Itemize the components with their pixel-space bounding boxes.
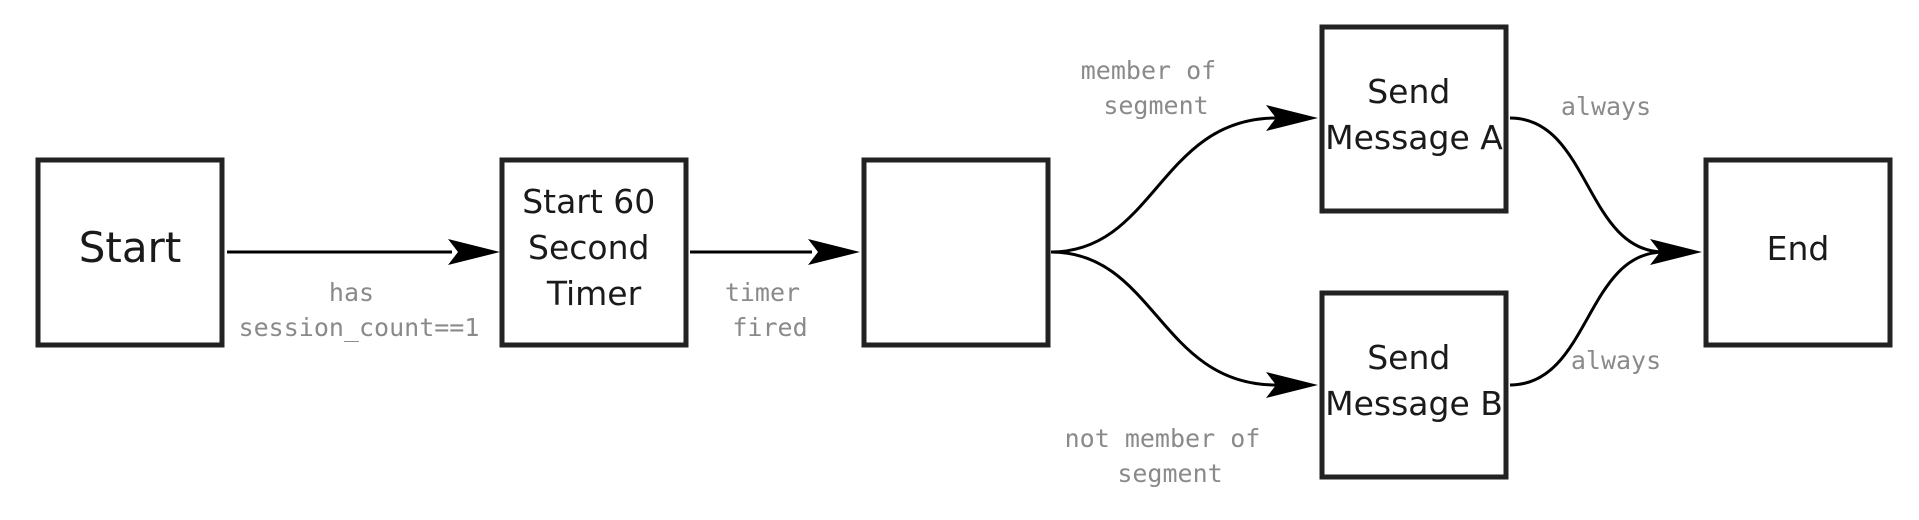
node-timer-label: Start 60 Second Timer [522, 182, 666, 313]
node-send-a-label: Send Message A [1325, 72, 1503, 157]
edge-label-line: not member of [1065, 424, 1261, 453]
node-send-a: Send Message A [1319, 24, 1509, 214]
edge-decision-to-send-b-label: not member of segment [1065, 424, 1276, 488]
edge-decision-to-send-b: not member of segment [1050, 250, 1318, 488]
arrowhead-icon [1266, 372, 1318, 398]
edge-start-to-timer: has session_count==1 [227, 239, 500, 342]
node-timer: Start 60 Second Timer [499, 157, 689, 348]
edge-send-a-to-end-line [1509, 116, 1665, 254]
node-send-b: Send Message B [1319, 290, 1509, 480]
node-send-b-label-line: Message B [1325, 384, 1503, 423]
node-end-label-line: End [1767, 229, 1830, 268]
node-start-box [35, 157, 225, 348]
node-send-a-label-line: Send [1367, 72, 1450, 111]
node-send-b-box [1319, 290, 1509, 480]
edge-send-a-to-end-label: always [1561, 92, 1651, 121]
edge-label-line: segment [1103, 91, 1208, 120]
edge-send-b-to-end: always [1509, 250, 1665, 387]
node-timer-label-line: Second [528, 228, 649, 267]
edge-timer-to-decision: timer fired [690, 239, 860, 342]
arrowhead-icon [808, 239, 860, 265]
edge-decision-to-send-b-line [1050, 250, 1277, 387]
edge-start-to-timer-label: has session_count==1 [239, 278, 480, 342]
edge-send-a-to-end: always [1509, 92, 1702, 265]
node-start-label: Start [79, 223, 182, 272]
edge-label-line: has [329, 278, 374, 307]
node-start-label-line: Start [79, 223, 182, 272]
edge-decision-to-send-a-line [1050, 116, 1277, 254]
node-timer-box [499, 157, 689, 348]
edge-label-line: fired [732, 313, 807, 342]
node-decision-box [861, 157, 1051, 348]
edge-label-line: always [1561, 92, 1651, 121]
edge-timer-to-decision-label: timer fired [725, 278, 815, 342]
arrowhead-icon [448, 239, 500, 265]
arrowhead-icon [1266, 105, 1318, 131]
edge-label-line: always [1571, 346, 1661, 375]
node-send-a-box [1319, 24, 1509, 214]
node-end-label: End [1767, 229, 1830, 268]
edge-label-line: timer [725, 278, 800, 307]
node-send-a-label-line: Message A [1325, 118, 1503, 157]
edge-send-b-to-end-label: always [1571, 346, 1661, 375]
edge-label-line: session_count==1 [239, 313, 480, 342]
node-start: Start [35, 157, 225, 348]
node-decision [861, 157, 1051, 348]
arrowhead-icon [1650, 239, 1702, 265]
node-send-b-label-line: Send [1367, 338, 1450, 377]
node-timer-label-line: Start 60 [522, 182, 655, 221]
node-end-box [1703, 157, 1893, 348]
edge-decision-to-send-a-label: member of segment [1081, 56, 1232, 120]
node-end: End [1703, 157, 1893, 348]
edge-send-b-to-end-line [1509, 250, 1665, 387]
edge-label-line: segment [1117, 459, 1222, 488]
edge-label-line: member of [1081, 56, 1216, 85]
node-timer-label-line: Timer [546, 274, 642, 313]
node-send-b-label: Send Message B [1325, 338, 1503, 423]
edge-decision-to-send-a: member of segment [1050, 56, 1318, 254]
